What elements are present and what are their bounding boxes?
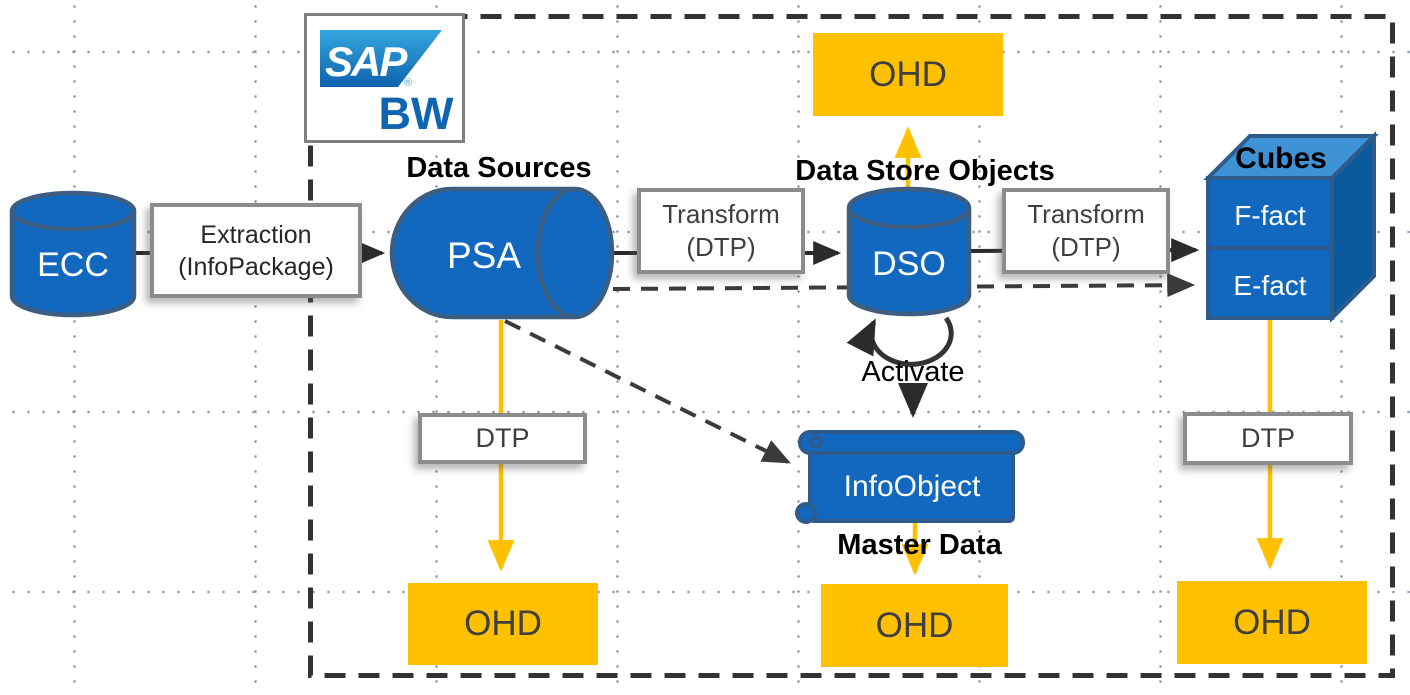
ohd-middle-label: OHD <box>875 605 954 645</box>
ohd-left-label: OHD <box>464 604 542 643</box>
bw-logo-text: BW <box>378 88 454 139</box>
psa-cylinder-end-cap <box>535 186 615 320</box>
ohd-box-middle: OHD <box>821 584 1008 667</box>
e-fact-label: E-fact <box>1233 270 1306 301</box>
extraction-label-line2: (InfoPackage) <box>178 252 334 281</box>
title-cubes: Cubes <box>1235 142 1327 175</box>
dtp-box-cube: DTP <box>1183 412 1353 465</box>
transform-dtp-box-psa-dso: Transform (DTP) <box>637 188 805 274</box>
dtp-box-psa: DTP <box>418 413 587 464</box>
title-master-data: Master Data <box>837 529 1002 561</box>
ohd-box-left: OHD <box>408 583 598 665</box>
transform2-label-line2: (DTP) <box>1051 232 1121 262</box>
infoobject-scroll: InfoObject <box>795 430 1025 524</box>
infoobject-bottom-curl <box>795 502 817 524</box>
sap-bw-logo-box: SAP ® BW <box>304 13 465 143</box>
infoobject-label: InfoObject <box>844 470 981 503</box>
ohd-box-right: OHD <box>1177 581 1367 664</box>
transform1-label-line1: Transform <box>662 199 780 229</box>
ohd-box-top: OHD <box>813 33 1003 116</box>
title-data-sources: Data Sources <box>406 152 592 184</box>
ohd-right-label: OHD <box>1233 602 1311 642</box>
dtp-cube-label: DTP <box>1241 423 1295 453</box>
dtp-psa-label: DTP <box>475 423 530 453</box>
ohd-top-label: OHD <box>869 54 947 94</box>
dso-cylinder-top <box>846 186 972 230</box>
transform-dtp-box-dso-cube: Transform (DTP) <box>1002 188 1170 274</box>
dso-cylinder: DSO <box>846 186 972 317</box>
ecc-label: ECC <box>37 246 109 284</box>
infoobject-roll-end <box>809 435 823 449</box>
transform2-label-line1: Transform <box>1027 199 1145 229</box>
activate-label: Activate <box>861 356 965 388</box>
title-data-store-objects: Data Store Objects <box>795 155 1055 187</box>
extraction-label-line1: Extraction <box>200 220 312 249</box>
extraction-infopackage-box: Extraction (InfoPackage) <box>150 203 362 298</box>
dso-label: DSO <box>872 245 946 283</box>
ecc-cylinder-top <box>9 190 137 232</box>
sap-logo-text: SAP <box>325 38 408 85</box>
psa-label: PSA <box>447 235 521 276</box>
ecc-source-cylinder: ECC <box>9 190 137 318</box>
infoobject-top-roll <box>798 430 1025 455</box>
f-fact-label: F-fact <box>1234 200 1306 231</box>
transform1-label-line2: (DTP) <box>686 232 756 262</box>
psa-cylinder: PSA <box>389 186 615 320</box>
ecc-cylinder-body <box>9 211 137 318</box>
